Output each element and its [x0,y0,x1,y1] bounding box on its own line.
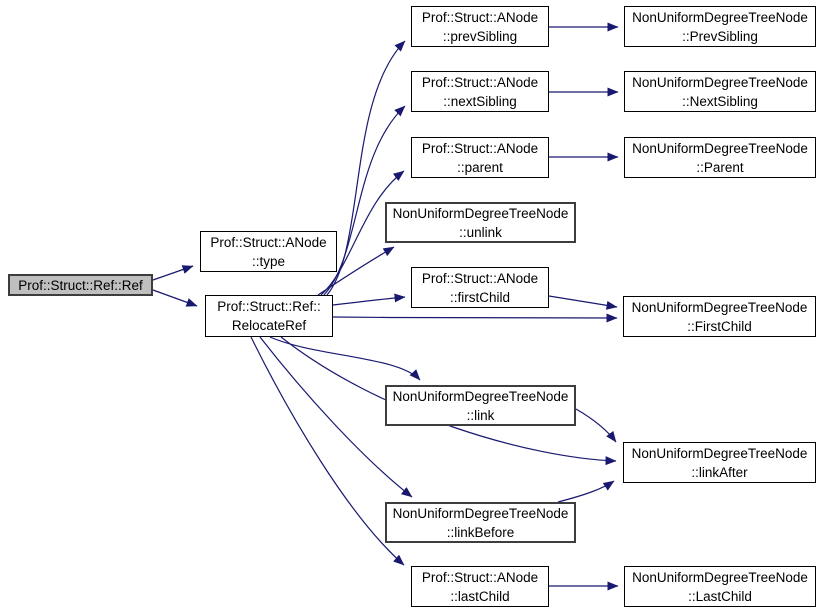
node-label: ::type [251,253,286,269]
node-label: NonUniformDegreeTreeNode [631,299,808,315]
node-linkbefore[interactable]: NonUniformDegreeTreeNode ::linkBefore [385,502,576,543]
edge-relocate-parent [320,170,405,296]
node-label: NonUniformDegreeTreeNode [632,569,808,585]
node-label: ::FirstChild [687,318,752,334]
node-label: ::lastChild [450,588,510,604]
node-type[interactable]: Prof::Struct::ANode ::type [200,231,337,272]
node-label: Prof::Struct::ANode [210,234,327,250]
node-label: NonUniformDegreeTreeNode [392,505,569,521]
node-label: ::unlink [459,224,502,240]
node-label: ::linkBefore [446,524,515,540]
edge-linkbefore-linkafter_r [557,480,615,503]
node-nextsibling-target[interactable]: NonUniformDegreeTreeNode ::NextSibling [624,71,816,112]
edge-relocate-linkbefore [259,336,413,498]
node-label: Prof::Struct::ANode [421,9,539,25]
node-label: ::NextSibling [682,93,758,109]
node-linkafter-target[interactable]: NonUniformDegreeTreeNode ::linkAfter [623,442,816,483]
node-label: ::firstChild [449,289,510,305]
node-prevsibling[interactable]: Prof::Struct::ANode ::prevSibling [411,6,549,47]
node-label: ::Parent [696,159,744,175]
node-label: NonUniformDegreeTreeNode [631,445,808,461]
edge-relocate-firstchild [332,293,406,306]
edge-relocate-linkafter_r [280,336,617,466]
node-label: NonUniformDegreeTreeNode [392,205,569,221]
edge-firstchild-firstchild_r [548,295,618,310]
edge-link-linkafter_r [575,408,617,443]
node-lastchild-target[interactable]: NonUniformDegreeTreeNode ::LastChild [624,566,816,607]
edge-relocate-unlink [317,246,395,296]
node-lastchild[interactable]: Prof::Struct::ANode ::lastChild [411,566,549,607]
node-label: NonUniformDegreeTreeNode [392,388,569,404]
node-ref[interactable]: Prof::Struct::Ref::Ref [8,274,153,296]
node-label: NonUniformDegreeTreeNode [632,9,808,25]
node-label: Prof::Struct::ANode [421,270,539,286]
edge-relocate-prevsibling [326,40,406,296]
node-link[interactable]: NonUniformDegreeTreeNode ::link [385,385,576,426]
node-label: ::prevSibling [442,28,518,44]
node-label: ::PrevSibling [682,28,758,44]
node-relocateref[interactable]: Prof::Struct::Ref:: RelocateRef [205,295,333,337]
edge-ref-relocate [152,289,198,307]
node-label: NonUniformDegreeTreeNode [632,140,808,156]
node-label: ::parent [457,159,503,175]
node-firstchild-target[interactable]: NonUniformDegreeTreeNode ::FirstChild [623,296,816,337]
edge-relocate-firstchild_r [332,313,618,323]
node-unlink[interactable]: NonUniformDegreeTreeNode ::unlink [385,202,576,243]
node-label: Prof::Struct::ANode [421,140,539,156]
node-nextsibling[interactable]: Prof::Struct::ANode ::nextSibling [411,71,549,112]
node-label: Prof::Struct::Ref::Ref [18,277,143,293]
node-label: RelocateRef [231,318,307,333]
node-label: ::nextSibling [443,93,517,109]
node-parent[interactable]: Prof::Struct::ANode ::parent [411,137,549,178]
node-firstchild[interactable]: Prof::Struct::ANode ::firstChild [411,267,549,308]
edge-relocate-lastchild [250,336,405,566]
edge-ref-type [152,265,194,281]
node-label: Prof::Struct::ANode [421,74,539,90]
node-label: Prof::Struct::ANode [421,569,539,585]
node-parent-target[interactable]: NonUniformDegreeTreeNode ::Parent [624,137,816,178]
node-label: NonUniformDegreeTreeNode [632,74,808,90]
node-label: ::link [466,407,495,423]
node-prevsibling-target[interactable]: NonUniformDegreeTreeNode ::PrevSibling [624,6,816,47]
node-label: ::linkAfter [691,464,748,480]
edge-relocate-link [269,336,421,381]
node-label: Prof::Struct::Ref:: [217,299,321,314]
node-label: ::LastChild [688,588,752,604]
